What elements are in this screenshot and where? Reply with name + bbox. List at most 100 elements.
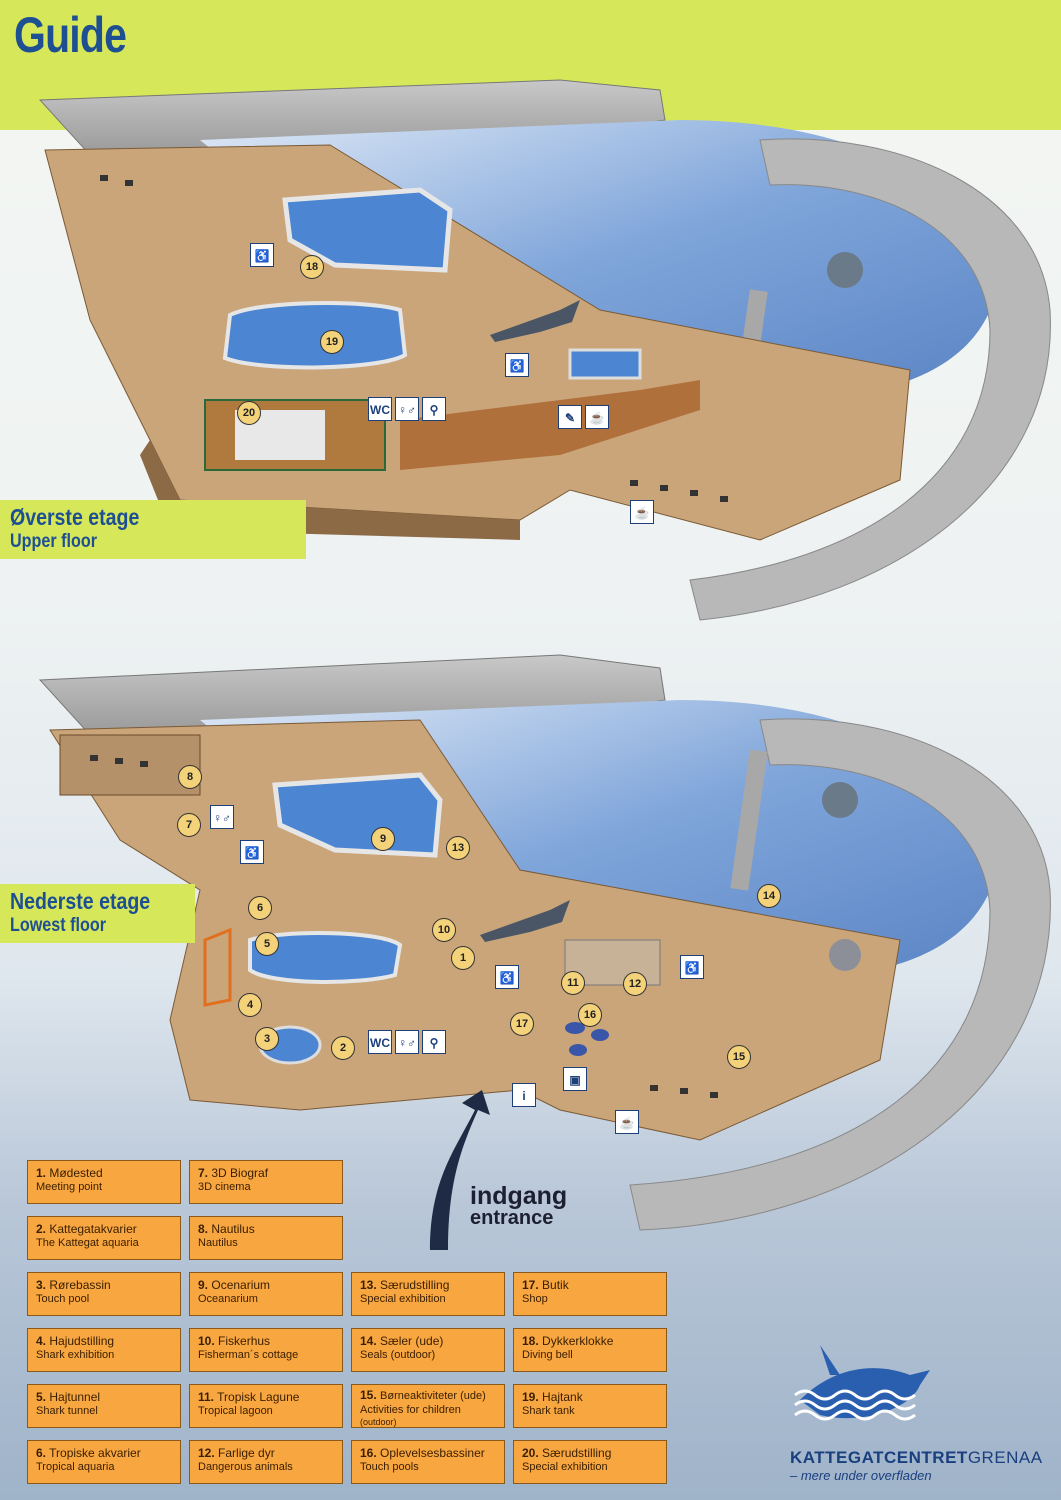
legend-en: Touch pool <box>36 1293 90 1305</box>
marker-20[interactable]: 20 <box>237 401 261 425</box>
upper-floor-label: Øverste etage Upper floor <box>0 500 306 559</box>
marker-16[interactable]: 16 <box>578 1003 602 1027</box>
marker-1[interactable]: 1 <box>451 946 475 970</box>
marker-10[interactable]: 10 <box>432 918 456 942</box>
legend-item-15: 15. Børneaktiviteter (ude)Activities for… <box>351 1384 505 1428</box>
legend-dk: Oplevelsesbassiner <box>380 1446 485 1460</box>
legend-dk: Farlige dyr <box>218 1446 275 1460</box>
legend-en: Fisherman´s cottage <box>198 1349 299 1361</box>
legend-dk: Dykkerklokke <box>542 1334 614 1348</box>
legend-en: Touch pools <box>360 1461 419 1473</box>
legend-en: Activities for children <box>360 1404 461 1416</box>
marker-3[interactable]: 3 <box>255 1027 279 1051</box>
entrance-arrow <box>430 1090 490 1250</box>
legend-en: Tropical aquaria <box>36 1461 115 1473</box>
marker-2[interactable]: 2 <box>331 1036 355 1060</box>
brand-tagline: – mere under overfladen <box>790 1468 932 1483</box>
seal-image <box>827 252 863 288</box>
page-title: Guide <box>14 7 127 63</box>
legend-num: 7. <box>198 1166 209 1180</box>
legend-dk: Tropisk Lagune <box>217 1390 300 1404</box>
legend-en: Shark exhibition <box>36 1349 115 1361</box>
brand-block: KATTEGATCENTRETGRENAA – mere under overf… <box>790 1448 1043 1483</box>
marker-13[interactable]: 13 <box>446 836 470 860</box>
legend-num: 2. <box>36 1222 47 1236</box>
toilet-icon: ♀♂ <box>210 805 234 829</box>
legend-num: 1. <box>36 1166 47 1180</box>
entrance-label: indgang entrance <box>470 1182 567 1230</box>
legend-dk: Sæler (ude) <box>380 1334 444 1348</box>
legend-dk: Ocenarium <box>211 1278 271 1292</box>
shark-image <box>490 300 580 342</box>
legend-num: 13. <box>360 1278 377 1292</box>
marker-5[interactable]: 5 <box>255 932 279 956</box>
info-icon: i <box>512 1083 536 1107</box>
marker-9[interactable]: 9 <box>371 827 395 851</box>
marker-19[interactable]: 19 <box>320 330 344 354</box>
marker-4[interactable]: 4 <box>238 993 262 1017</box>
legend-num: 12. <box>198 1446 215 1460</box>
upper-floor-name-dk: Øverste etage <box>10 504 140 530</box>
cashier-icon: ▣ <box>563 1067 587 1091</box>
legend-dk: Butik <box>542 1278 569 1292</box>
legend-dk: Særudstilling <box>380 1278 450 1292</box>
toilet-people-icon: ♀♂ <box>395 1030 419 1054</box>
lift-icon-2: ♿ <box>495 965 519 989</box>
small-pool <box>568 348 642 380</box>
cafe-icon: ☕ <box>585 405 609 429</box>
marker-18[interactable]: 18 <box>300 255 324 279</box>
dolphin-logo <box>794 1345 930 1421</box>
legend-en: Special exhibition <box>522 1461 608 1473</box>
legend-num: 3. <box>36 1278 47 1292</box>
lift-icon-2: ♿ <box>505 353 529 377</box>
legend-dk: Hajtank <box>542 1390 583 1404</box>
legend-dk: Særudstilling <box>542 1446 612 1460</box>
cafe-icon-2: ☕ <box>630 500 654 524</box>
marker-17[interactable]: 17 <box>510 1012 534 1036</box>
upper-floor-map <box>38 79 1051 621</box>
curved-pier <box>629 718 1051 1231</box>
lower-floor-name-dk: Nederste etage <box>10 888 151 914</box>
lower-floor-label: Nederste etage Lowest floor <box>0 884 195 943</box>
legend-num: 6. <box>36 1446 47 1460</box>
legend-dk: Børneaktiviteter (ude) <box>380 1390 486 1402</box>
marker-15[interactable]: 15 <box>727 1045 751 1069</box>
legend-num: 19. <box>522 1390 539 1404</box>
marker-11[interactable]: 11 <box>561 971 585 995</box>
legend-num: 20. <box>522 1446 539 1460</box>
cafe-tables <box>100 175 728 502</box>
marker-7[interactable]: 7 <box>177 813 201 837</box>
marker-14[interactable]: 14 <box>757 884 781 908</box>
legend-dk: Hajudstilling <box>49 1334 115 1348</box>
restaurant-icon: ✎ <box>558 405 582 429</box>
legend-en: Meeting point <box>36 1181 103 1193</box>
entrance-label-en: entrance <box>470 1207 554 1229</box>
marker-12[interactable]: 12 <box>623 972 647 996</box>
legend-en: 3D cinema <box>198 1181 251 1193</box>
cafe-tables <box>90 755 718 1098</box>
legend-num: 11. <box>198 1390 215 1404</box>
marker-8[interactable]: 8 <box>178 765 202 789</box>
marker-6[interactable]: 6 <box>248 896 272 920</box>
legend-en: Shark tank <box>522 1405 575 1417</box>
lift-icon: ♿ <box>250 243 274 267</box>
legend-item-14: 14. Sæler (ude)Seals (outdoor) <box>351 1328 505 1372</box>
legend-en: The Kattegat aquaria <box>36 1237 139 1249</box>
brand-name: KATTEGATCENTRETGRENAA <box>790 1448 1043 1468</box>
legend-en: Shop <box>522 1293 548 1305</box>
curved-pier <box>689 138 1051 621</box>
shark-image <box>480 900 570 942</box>
